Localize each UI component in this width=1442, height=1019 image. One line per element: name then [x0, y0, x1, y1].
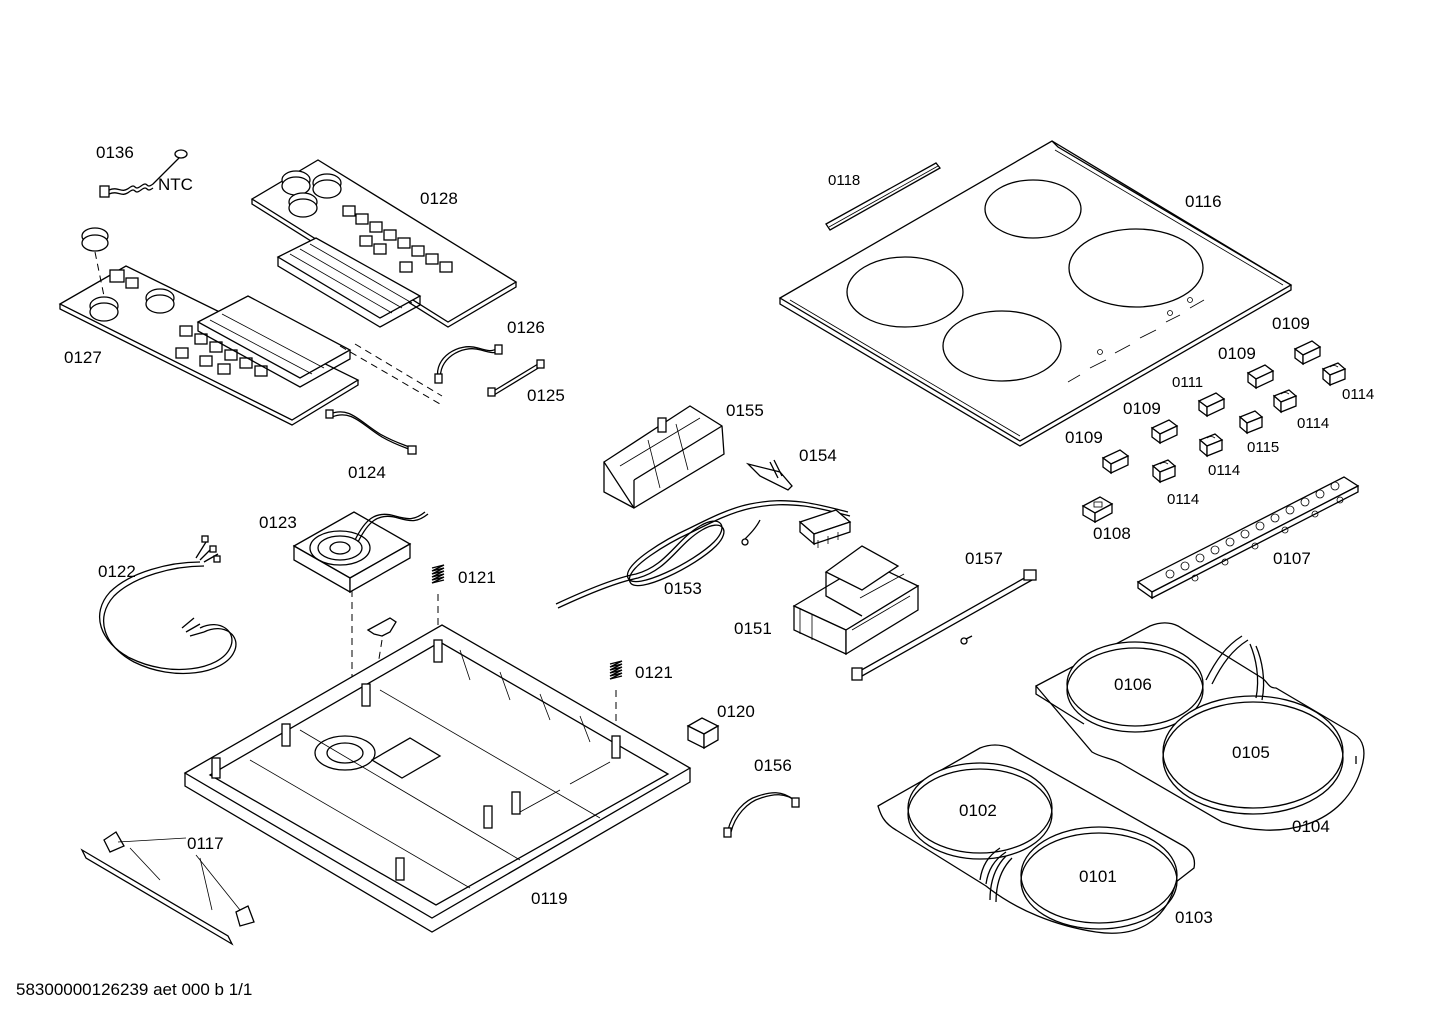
label-0115: 0115: [1247, 439, 1279, 456]
label-0120: 0120: [717, 702, 755, 721]
label-0109-d: 0109: [1065, 428, 1103, 447]
label-0109-a: 0109: [1272, 314, 1310, 333]
wire-0157: [851, 569, 1037, 681]
label-0123: 0123: [259, 513, 297, 532]
label-0155: 0155: [726, 401, 764, 420]
label-0109-c: 0109: [1123, 399, 1161, 418]
control-knobs: [1081, 340, 1347, 524]
knob-0114-a: [1321, 362, 1347, 387]
label-0122: 0122: [98, 562, 136, 581]
label-0105: 0105: [1232, 743, 1270, 762]
label-0102: 0102: [959, 801, 997, 820]
label-0114-c: 0114: [1208, 462, 1240, 479]
label-0106: 0106: [1114, 675, 1152, 694]
label-0108: 0108: [1093, 524, 1131, 543]
mounting-bracket-0155: [603, 405, 725, 509]
knob-0109-mid: [1246, 364, 1275, 390]
document-id: 58300000126239 aet 000 b 1/1: [16, 980, 253, 999]
label-0119: 0119: [531, 889, 568, 908]
base-tray-0119: [183, 624, 692, 933]
label-0109-b: 0109: [1218, 344, 1256, 363]
clip-bracket: [366, 617, 397, 637]
cable-harness-0153: [555, 500, 852, 609]
knob-0115: [1238, 410, 1264, 435]
label-0103: 0103: [1175, 908, 1213, 927]
knob-0114-d: [1151, 459, 1177, 484]
knob-0109-left: [1150, 419, 1179, 445]
label-0118: 0118: [828, 172, 860, 189]
touch-control-markings: [1067, 297, 1205, 383]
wire-0156: [723, 792, 800, 838]
label-0104: 0104: [1292, 817, 1330, 836]
label-0107: 0107: [1273, 549, 1311, 568]
cable-0126: [434, 344, 503, 384]
seal-strip-0118: [825, 162, 941, 231]
label-0151: 0151: [734, 619, 772, 638]
cable-0125: [487, 359, 545, 397]
label-0121-a: 0121: [458, 568, 496, 587]
label-0114-b: 0114: [1297, 415, 1329, 432]
ntc-sensor-0136: [99, 149, 188, 198]
label-0136: 0136: [96, 143, 134, 162]
control-board-0107: [1136, 476, 1360, 600]
label-0124: 0124: [348, 463, 386, 482]
power-board-0127: [58, 227, 360, 426]
label-0156: 0156: [754, 756, 792, 775]
cable-0124: [325, 409, 417, 455]
label-0116: 0116: [1185, 192, 1222, 211]
knob-0109-far-left: [1101, 449, 1130, 475]
label-0111: 0111: [1172, 374, 1203, 391]
mounting-bracket-0117: [80, 831, 255, 946]
label-0117: 0117: [187, 834, 224, 853]
knob-0114-c: [1198, 433, 1224, 458]
label-0114-a: 0114: [1342, 386, 1374, 403]
spring-0121-b: [609, 660, 623, 680]
label-0114-d: 0114: [1167, 491, 1199, 508]
knob-0114-b: [1272, 389, 1298, 414]
cable-clamp-0154: [745, 459, 793, 491]
relay-0120: [686, 717, 720, 750]
label-0127: 0127: [64, 348, 102, 367]
label-0121-b: 0121: [635, 663, 673, 682]
power-board-0128: [250, 159, 518, 328]
label-0153: 0153: [664, 579, 702, 598]
heating-plate-carrier-0103: [877, 744, 1196, 934]
glass-hob-top-0116: [778, 140, 1293, 447]
knob-0109-right: [1293, 340, 1322, 366]
heating-plate-carrier-0104: [1034, 622, 1365, 831]
relay-module-0151: [792, 545, 920, 656]
label-0128: 0128: [420, 189, 458, 208]
power-cord-0122: [99, 535, 237, 675]
fan-0123: [292, 511, 429, 594]
label-0101: 0101: [1079, 867, 1117, 886]
label-ntc: NTC: [158, 175, 193, 194]
label-0125: 0125: [527, 386, 565, 405]
knob-0111: [1197, 392, 1226, 418]
knob-0108: [1081, 496, 1114, 524]
part-number-labels: 0136 NTC 0128 0127 0126 0125 0124 0118 0…: [64, 143, 1374, 927]
label-0157: 0157: [965, 549, 1003, 568]
spring-0121-a: [431, 564, 445, 584]
label-0154: 0154: [799, 446, 837, 465]
label-0126: 0126: [507, 318, 545, 337]
